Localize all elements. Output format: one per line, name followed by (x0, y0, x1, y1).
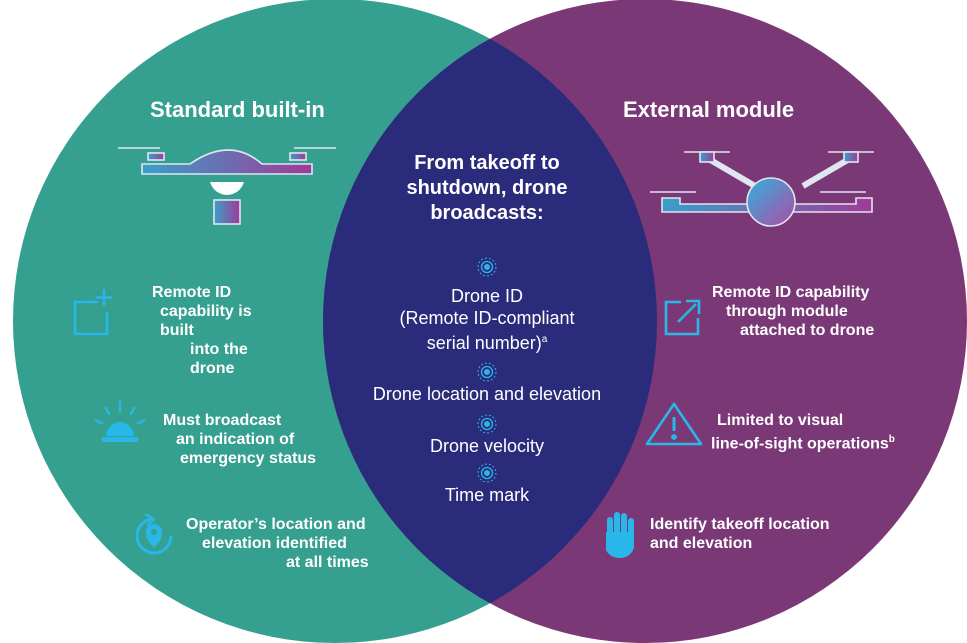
external-feature-capability: Remote ID capability through module atta… (712, 283, 922, 340)
broadcast-title-line: shutdown, drone (406, 177, 568, 199)
warning-triangle-icon (645, 402, 703, 446)
hand-stop-icon (606, 512, 634, 558)
feature-line: line-of-sight operations (711, 435, 889, 453)
broadcast-item-time-mark: Time mark (444, 485, 530, 505)
external-feature-line-of-sight: Limited to visual line-of-sight operatio… (711, 411, 935, 453)
builtin-feature-operator-location: Operator’s location and elevation identi… (186, 515, 404, 572)
broadcast-item-velocity: Drone velocity (429, 436, 545, 456)
feature-line: attached to drone (740, 322, 875, 339)
feature-line: at all times (286, 554, 369, 571)
broadcast-item-line: serial number)a (372, 329, 602, 354)
broadcast-icon (477, 362, 497, 382)
external-feature-takeoff-location: Identify takeoff location and elevation (650, 515, 880, 553)
feature-line: through module (726, 303, 848, 320)
feature-line: Remote ID capability (712, 284, 870, 301)
builtin-title: Standard built-in (150, 97, 325, 122)
location-cycle-icon (135, 512, 173, 555)
external-module-title: External module (623, 97, 795, 122)
feature-line: Remote ID (152, 284, 232, 301)
square-plus-icon (73, 289, 113, 336)
feature-line: and elevation (650, 535, 753, 552)
broadcast-item-location: Drone location and elevation (372, 384, 602, 404)
builtin-drone-icon (118, 147, 336, 225)
feature-line: capability is built (160, 303, 252, 339)
feature-line: an indication of (176, 431, 295, 448)
emergency-light-icon (94, 401, 146, 442)
feature-line: Operator’s location and (186, 516, 366, 533)
feature-line: Limited to visual (717, 412, 844, 429)
broadcast-title: From takeoff to shutdown, drone broadcas… (372, 151, 602, 226)
footnote-marker: a (541, 334, 548, 345)
external-link-square-icon (664, 299, 701, 336)
external-module-drone-icon (650, 151, 874, 227)
broadcast-icon (477, 463, 497, 483)
broadcast-title-line: From takeoff to (414, 152, 560, 174)
broadcast-icon (477, 414, 497, 434)
footnote-marker: b (888, 434, 895, 445)
feature-line: into the drone (190, 341, 248, 377)
builtin-feature-emergency: Must broadcast an indication of emergenc… (160, 411, 350, 468)
feature-line: Identify takeoff location (650, 516, 830, 533)
builtin-feature-capability: Remote ID capability is built into the d… (150, 283, 275, 378)
broadcast-item-text: serial number) (426, 333, 542, 353)
broadcast-icon (477, 257, 497, 277)
feature-line: elevation identified (202, 535, 347, 552)
broadcast-title-line: broadcasts: (430, 202, 544, 224)
broadcast-item-line: (Remote ID-compliant (399, 308, 575, 328)
broadcast-item-line: Drone ID (450, 286, 524, 306)
broadcast-item-drone-id: Drone ID (Remote ID-compliant serial num… (372, 285, 602, 354)
feature-line: emergency status (180, 450, 317, 467)
feature-line: Must broadcast (163, 412, 282, 429)
